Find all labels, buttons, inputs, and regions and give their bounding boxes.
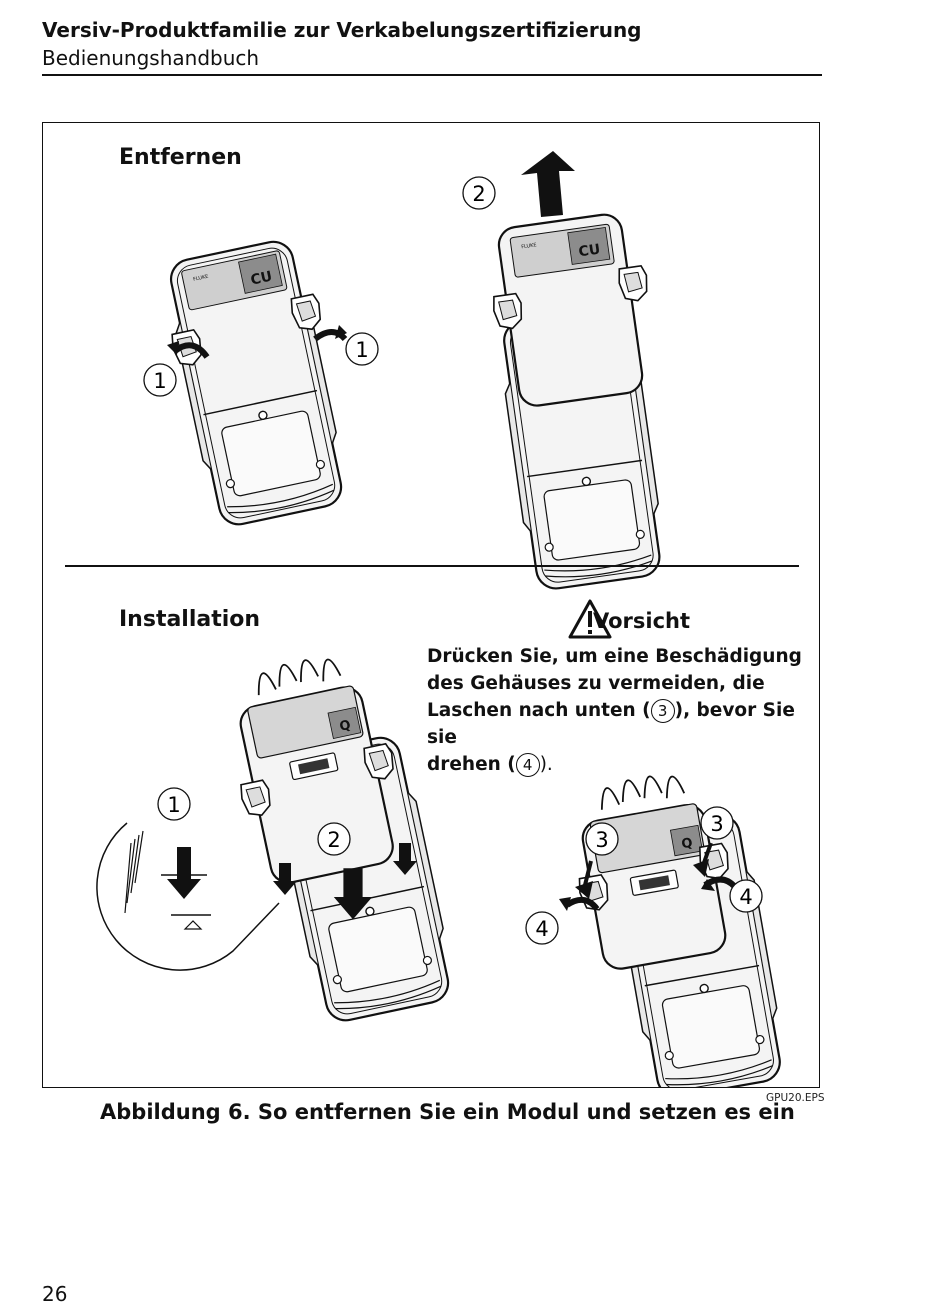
module-q-label-1: Q	[338, 718, 352, 735]
section-title-remove: Entfernen	[119, 145, 242, 170]
caution-text: Drücken Sie, um eine Beschädigung des Ge…	[427, 643, 812, 778]
svg-text:1: 1	[153, 369, 166, 393]
caution-line-3: Laschen nach unten (3), bevor Sie sie	[427, 699, 795, 748]
callout-install-1: 1	[157, 787, 191, 821]
caution-line-2: des Gehäuses zu vermeiden, die	[427, 673, 765, 694]
inline-callout-3: 3	[650, 699, 675, 723]
caution-line-1: Drücken Sie, um eine Beschädigung	[427, 646, 802, 667]
svg-text:1: 1	[355, 338, 368, 362]
callout-remove-2: 2	[462, 176, 496, 210]
page-number: 26	[42, 1282, 68, 1306]
inline-callout-4: 4	[515, 753, 540, 777]
caution-heading: Vorsicht	[593, 609, 690, 633]
callout-install-4a: 4	[525, 911, 559, 945]
caution-label: Vorsicht	[593, 609, 691, 633]
figure-caption: Abbildung 6. So entfernen Sie ein Modul …	[100, 1100, 795, 1124]
header-subtitle: Bedienungshandbuch	[42, 46, 260, 70]
header-rule	[42, 74, 822, 76]
install-module-q-2	[576, 768, 733, 970]
warning-icon	[568, 599, 612, 639]
callout-install-3a: 3	[585, 822, 619, 856]
module-q-label-2: Q	[680, 836, 693, 853]
svg-text:2: 2	[472, 182, 485, 206]
brand-label-1: FLUKE	[193, 274, 209, 283]
callout-install-2: 2	[317, 822, 351, 856]
brand-label-2: FLUKE	[521, 242, 537, 250]
rotate-arrow-right	[313, 329, 348, 342]
svg-text:4: 4	[739, 885, 752, 909]
figure-illustration: 1 1 2 1 2 3 3 4 4 CU FLUKE CU FLUKE Q Q	[96, 151, 790, 1087]
detail-inset	[96, 822, 280, 971]
svg-text:4: 4	[535, 917, 548, 941]
callout-install-3b: 3	[700, 806, 734, 840]
file-tag: GPU20.EPS	[766, 1092, 825, 1104]
svg-text:3: 3	[595, 828, 608, 852]
remove-module-cu	[491, 213, 651, 407]
callout-install-4b: 4	[729, 879, 763, 913]
svg-text:1: 1	[167, 793, 180, 817]
svg-text:3: 3	[710, 812, 723, 836]
svg-text:2: 2	[327, 828, 340, 852]
section-divider	[65, 565, 799, 567]
module-cu-label-2: CU	[578, 241, 602, 260]
install-module-q-1	[238, 650, 398, 884]
module-cu-label-1: CU	[249, 269, 274, 289]
pull-up-arrow	[521, 151, 575, 217]
rotate-arrow-left	[173, 342, 210, 359]
caution-line-4: drehen (4).	[427, 753, 553, 777]
figure-frame: 1 1 2 1 2 3 3 4 4 CU FLUKE CU FLUKE Q Q …	[42, 122, 820, 1088]
header-title: Versiv-Produktfamilie zur Verkabelungsze…	[42, 18, 642, 42]
callout-remove-1b: 1	[345, 332, 379, 366]
section-title-install: Installation	[119, 607, 261, 632]
callout-remove-1a: 1	[143, 363, 177, 397]
